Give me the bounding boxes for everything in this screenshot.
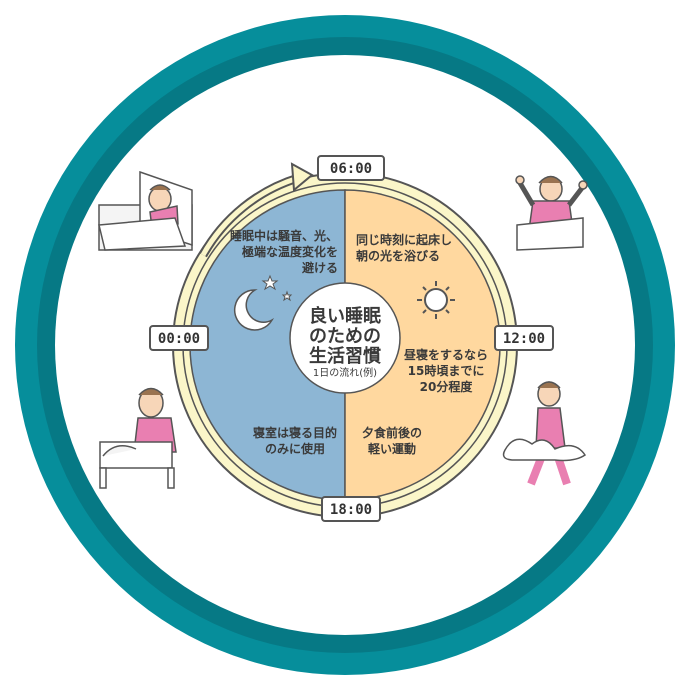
night-bottom-line2: のみに使用 (265, 441, 325, 456)
day-right-line1: 昼寝をするなら (403, 347, 488, 362)
walking-person-illustration (502, 381, 587, 486)
time-label-right: 12:00 (494, 325, 554, 351)
svg-text:18:00: 18:00 (330, 502, 372, 518)
day-right-line3: 20分程度 (420, 379, 474, 394)
day-bottom-line1: 夕食前後の (362, 425, 422, 440)
cycle-arrow-head (290, 162, 314, 193)
center-disc (289, 282, 401, 394)
stars-icon (261, 274, 293, 302)
night-top-line1: 睡眠中は騒音、光、 (230, 228, 338, 243)
yawning-person-illustration (99, 387, 177, 489)
center-title-line2: のための (309, 326, 381, 347)
time-label-left: 00:00 (149, 325, 209, 351)
svg-text:00:00: 00:00 (158, 331, 200, 347)
svg-text:06:00: 06:00 (330, 161, 372, 177)
waking-person-illustration (515, 175, 588, 251)
moon-icon (233, 289, 275, 331)
svg-text:12:00: 12:00 (503, 331, 545, 347)
center-title-line3: 生活習慣 (309, 345, 381, 367)
night-top-line3: 避ける (302, 260, 338, 275)
day-right-line2: 15時頃までに (408, 363, 485, 378)
night-bottom-line1: 寝室は寝る目的 (253, 425, 337, 440)
day-bottom-line2: 軽い運動 (368, 441, 416, 456)
day-top-line1: 同じ時刻に起床し (356, 232, 452, 247)
center-title-line1: 良い睡眠 (309, 305, 381, 327)
day-top-line2: 朝の光を浴びる (356, 248, 440, 263)
time-label-top: 06:00 (317, 155, 385, 181)
center-subtitle: 1日の流れ(例) (313, 366, 377, 379)
night-top-line2: 極端な温度変化を (242, 244, 338, 259)
sleeping-person-illustration (98, 170, 193, 251)
time-label-bottom: 18:00 (321, 496, 381, 522)
sun-icon (417, 281, 455, 319)
